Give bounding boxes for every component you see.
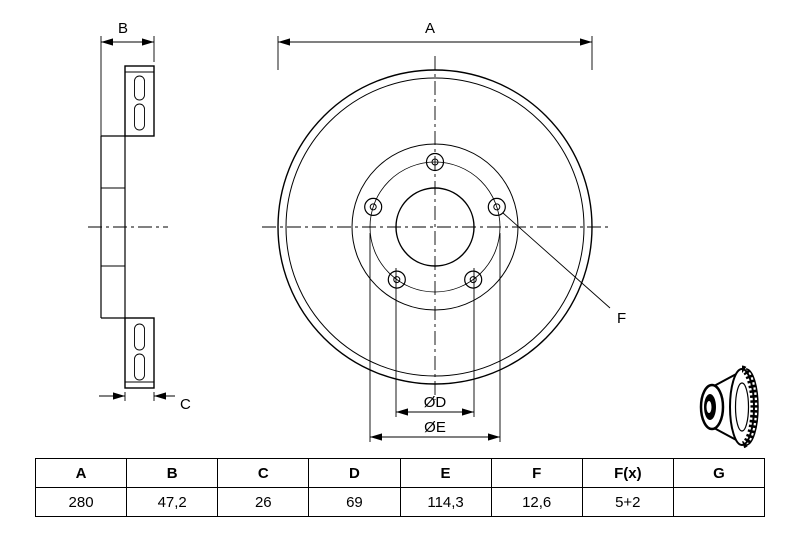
dimensions-table: A B C D E F F(x) G 280 47,2 26 69 114,3 … — [34, 458, 766, 517]
table-value-f: 12,6 — [490, 487, 583, 517]
dimension-d — [395, 268, 475, 417]
bolt-holes — [364, 152, 506, 289]
dim-label-d: ØD — [424, 394, 447, 411]
table-header-a: A — [34, 458, 128, 488]
brake-disc-icon — [699, 365, 759, 449]
table-header-c: C — [217, 458, 310, 488]
section-view — [100, 65, 155, 389]
table-header-fx: F(x) — [581, 458, 674, 488]
dim-label-e: ØE — [424, 419, 446, 436]
dimension-c — [99, 392, 175, 401]
brake-disc-drawing: A B C ØD ØE F — [88, 20, 759, 449]
table-header-f: F — [490, 458, 583, 488]
table-value-a: 280 — [34, 487, 128, 517]
dimension-a — [277, 36, 593, 70]
dim-label-c: C — [180, 396, 191, 413]
dimensions-table-wrap: A B C D E F F(x) G 280 47,2 26 69 114,3 … — [34, 458, 766, 517]
table-header-d: D — [308, 458, 401, 488]
table-header-b: B — [126, 458, 219, 488]
dimension-e — [369, 233, 501, 442]
dim-label-a: A — [425, 20, 435, 37]
front-view — [277, 69, 593, 385]
table-header-g: G — [672, 458, 766, 488]
table-value-fx: 5+2 — [581, 487, 674, 517]
dimension-b — [100, 36, 155, 136]
table-value-row: 280 47,2 26 69 114,3 12,6 5+2 — [34, 487, 766, 517]
table-value-c: 26 — [217, 487, 310, 517]
table-value-d: 69 — [308, 487, 401, 517]
table-value-b: 47,2 — [126, 487, 219, 517]
table-header-row: A B C D E F F(x) G — [34, 458, 766, 488]
table-value-g — [672, 487, 766, 517]
dim-label-f: F — [617, 310, 626, 327]
table-header-e: E — [399, 458, 492, 488]
table-value-e: 114,3 — [399, 487, 492, 517]
dim-label-b: B — [118, 20, 128, 37]
leader-f — [502, 212, 611, 309]
